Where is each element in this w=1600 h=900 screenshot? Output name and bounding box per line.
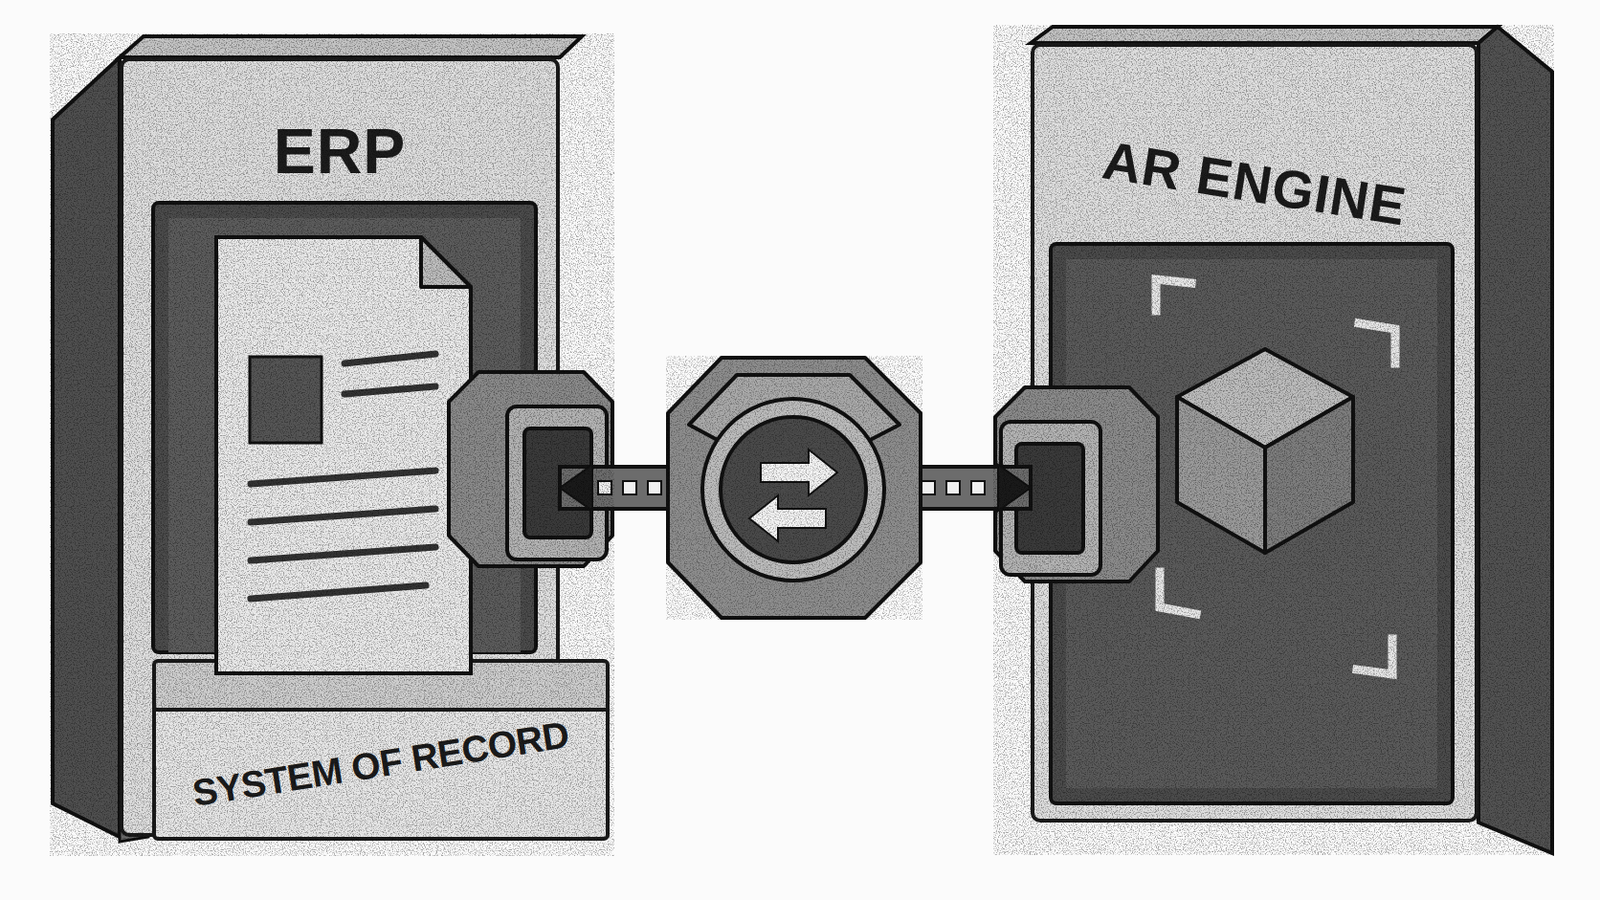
panel-top-face	[1030, 26, 1498, 44]
connector-link	[946, 481, 960, 495]
panel-title: AR ENGINE	[1032, 119, 1477, 247]
connector-bar	[559, 466, 1031, 510]
stipple-area	[49, 33, 615, 857]
connector-link	[971, 481, 985, 495]
connector-link	[871, 481, 886, 495]
connector-link	[647, 481, 662, 495]
hub-bevel	[688, 375, 900, 450]
connector-link	[846, 481, 861, 495]
connector-link	[697, 481, 712, 495]
ar-panel: AR ENGINE	[1030, 43, 1479, 823]
connector-link	[722, 481, 736, 495]
connector-link	[622, 481, 637, 495]
plinth-label: SYSTEM OF RECORD	[155, 710, 607, 822]
connector-link	[896, 481, 911, 495]
panel-side-face	[1478, 26, 1553, 854]
sync-hub	[667, 357, 921, 619]
record-plinth: SYSTEM OF RECORD	[152, 659, 610, 842]
hub-core	[720, 417, 867, 563]
link-connector	[559, 465, 1031, 512]
arrow-right	[760, 449, 838, 496]
connector-link	[747, 481, 761, 495]
arrow-head	[998, 465, 1031, 512]
arrow-left	[749, 495, 826, 542]
panel-side-face	[52, 57, 120, 838]
stipple-area	[666, 355, 923, 621]
connector-link	[797, 481, 811, 495]
panel-title: ERP	[123, 116, 556, 187]
hub-octagon	[667, 357, 921, 619]
stipple-area	[993, 24, 1555, 856]
panel-top-face	[119, 36, 582, 58]
connector-link	[672, 481, 687, 495]
connector-link	[921, 481, 935, 495]
bidirectional-arrows	[749, 449, 838, 542]
connector-link	[822, 481, 836, 495]
erp-panel: ERPSYSTEM OF RECORD	[119, 57, 560, 838]
hub-ring	[702, 399, 885, 581]
arrow-head	[559, 465, 593, 512]
connector-link	[772, 481, 786, 495]
connector-link	[598, 481, 612, 495]
